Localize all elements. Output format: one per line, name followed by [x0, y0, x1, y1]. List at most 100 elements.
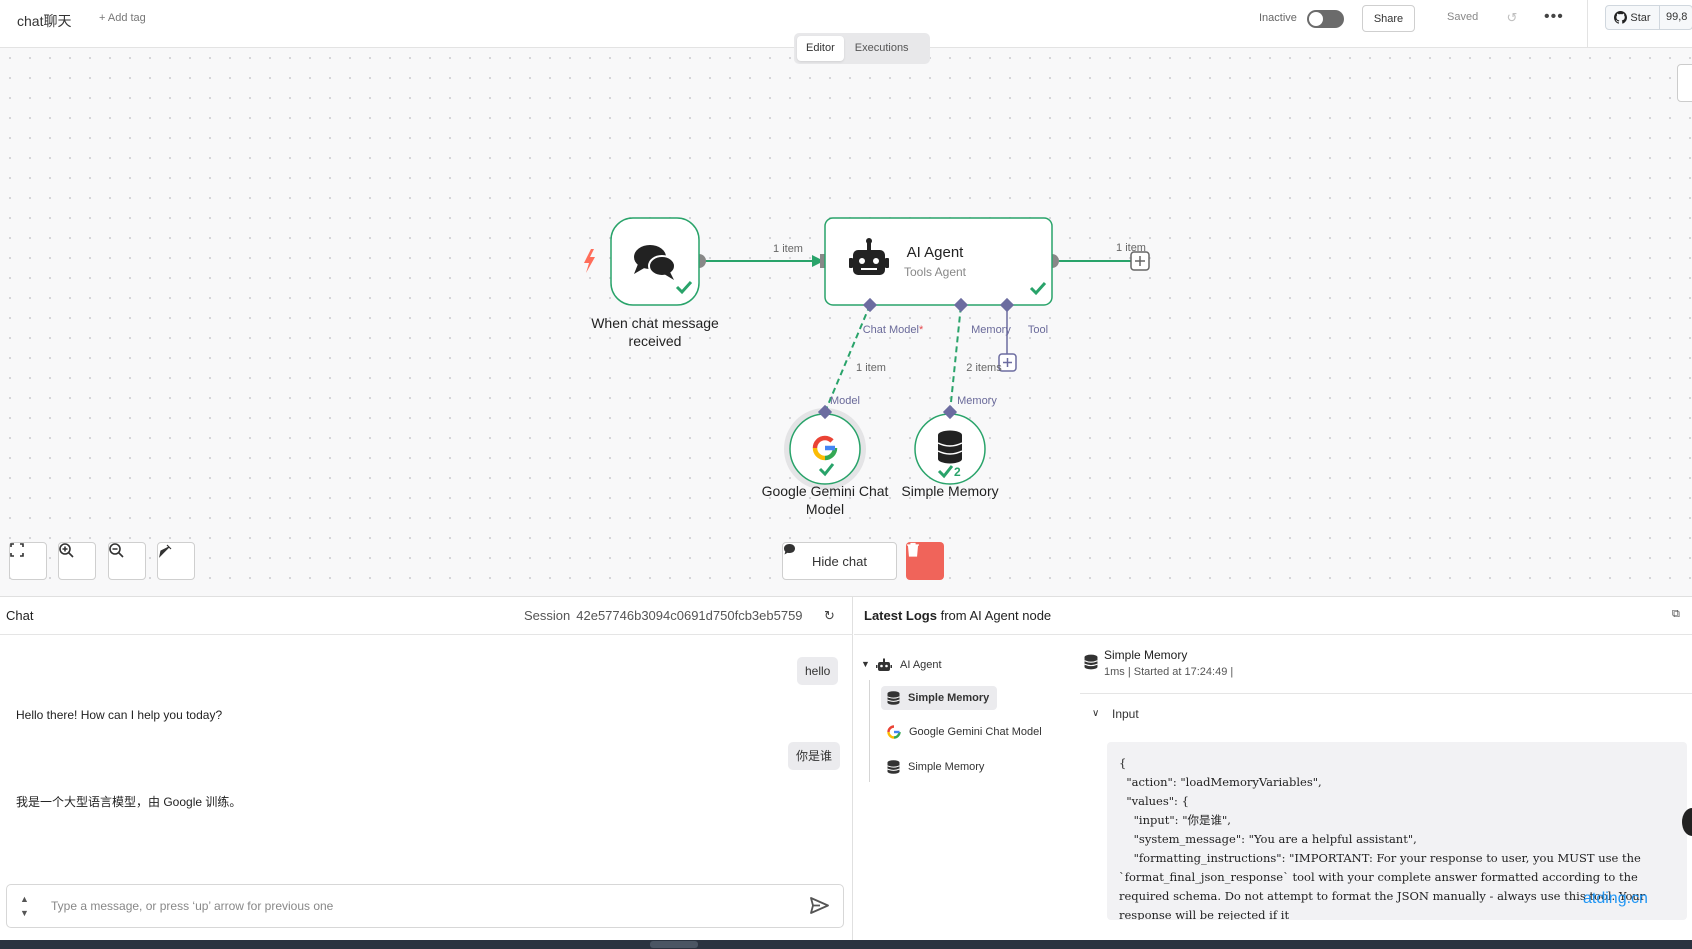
log-tree-item[interactable]: AI Agent — [876, 655, 942, 675]
tab-editor[interactable]: Editor — [797, 36, 844, 61]
database-icon — [1084, 654, 1098, 670]
chat-input-box: ▲▼ — [6, 884, 844, 928]
session-id[interactable]: 42e57746b3094c0691d750fcb3eb5759 — [576, 608, 803, 623]
workflow-name[interactable]: chat聊天 — [17, 13, 72, 29]
tab-executions[interactable]: Executions — [854, 42, 909, 54]
session-info: Session 42e57746b3094c0691d750fcb3eb5759 — [524, 608, 803, 623]
input-json-viewer: { "action": "loadMemoryVariables", "valu… — [1107, 742, 1687, 920]
database-icon — [937, 430, 963, 464]
chat-bubble-icon — [784, 544, 795, 555]
memory-port[interactable] — [953, 297, 969, 313]
memory-node-label: Simple Memory — [901, 483, 999, 499]
fit-view-button[interactable] — [9, 542, 47, 580]
gemini-model-port[interactable] — [817, 404, 833, 420]
google-icon — [887, 725, 901, 739]
gemini-success-icon — [818, 463, 835, 477]
edge-floating-button[interactable] — [1682, 808, 1692, 836]
model-items: 1 item — [856, 362, 886, 374]
add-tool-plus — [1003, 358, 1012, 367]
log-tree-item[interactable]: Simple Memory — [887, 757, 984, 777]
chat-message-input[interactable] — [51, 895, 791, 917]
status-label: Inactive — [1259, 12, 1297, 24]
trigger-agent-items: 1 item — [773, 243, 803, 255]
broom-icon — [159, 544, 172, 558]
refresh-session-icon[interactable]: ↻ — [824, 608, 835, 623]
chat-title: Chat — [6, 608, 34, 623]
fit-view-icon — [10, 543, 24, 557]
input-collapse-chevron-icon[interactable]: ∨ — [1092, 708, 1100, 719]
log-tree-label: AI Agent — [900, 659, 942, 671]
add-tag-link[interactable]: + Add tag — [99, 12, 146, 24]
ai-agent-node[interactable] — [824, 217, 1053, 306]
hide-chat-button[interactable]: Hide chat — [782, 542, 897, 580]
log-detail-title: Simple Memory — [1104, 648, 1188, 662]
workflow-graph — [584, 217, 1150, 490]
robot-icon — [849, 238, 889, 275]
input-json-code: { "action": "loadMemoryVariables", "valu… — [1119, 756, 1646, 920]
header-divider — [1587, 0, 1588, 48]
collapse-chevron-icon[interactable]: ▼ — [861, 659, 870, 669]
chat-model-port-text: Chat Model — [862, 324, 919, 336]
agent-subtitle: Tools Agent — [903, 265, 967, 279]
open-in-new-icon[interactable]: ⧉ — [1672, 608, 1680, 620]
chat-message-user: hello — [797, 657, 839, 685]
chat-message-bot: Hello there! How can I help you today? — [16, 708, 223, 722]
agent-out-items: 1 item — [1116, 242, 1146, 254]
trigger-bolt-icon — [584, 249, 595, 273]
chat-model-port[interactable] — [862, 297, 878, 313]
send-icon[interactable] — [810, 897, 829, 914]
more-options-icon[interactable]: ••• — [1544, 8, 1564, 25]
trigger-label-line1: When chat message — [591, 315, 719, 331]
active-toggle[interactable] — [1307, 10, 1344, 28]
tool-port[interactable] — [999, 297, 1015, 313]
log-tree-item-selected[interactable]: Simple Memory — [881, 686, 998, 710]
tidy-up-button[interactable] — [157, 542, 195, 580]
scrollbar-thumb[interactable] — [650, 941, 698, 948]
workflow-canvas[interactable]: 2 When chat message received AI Agent To… — [0, 48, 1692, 596]
agent-success-icon — [1029, 281, 1047, 296]
chat-bubbles-icon — [634, 245, 676, 280]
connection-arrowhead — [812, 255, 824, 267]
logs-title-rest: from AI Agent node — [936, 608, 1052, 623]
robot-icon — [876, 658, 892, 671]
gemini-label-line1: Google Gemini Chat — [761, 483, 889, 499]
required-star: * — [918, 324, 924, 336]
github-star-button[interactable]: Star 99,8 — [1605, 5, 1692, 30]
tree-connector — [869, 680, 870, 782]
gemini-node-label: Google Gemini Chat Model — [740, 482, 910, 518]
toggle-knob — [1309, 12, 1323, 26]
log-tree-item[interactable]: Google Gemini Chat Model — [887, 722, 1042, 742]
watermark-text: atding.cn — [1583, 890, 1648, 907]
history-icon[interactable]: ↺ — [1506, 10, 1518, 25]
github-icon — [1614, 11, 1628, 24]
agent-add-next-plus — [1135, 256, 1145, 266]
history-arrows-icon[interactable]: ▲▼ — [20, 894, 29, 918]
share-button[interactable]: Share — [1362, 5, 1415, 32]
delete-button[interactable] — [906, 542, 944, 580]
input-section-label[interactable]: Input — [1112, 707, 1139, 721]
github-star-left: Star — [1606, 6, 1660, 29]
view-tabs: Editor Executions — [794, 33, 930, 64]
memory-run-count: 2 — [954, 465, 961, 479]
memory-success-icon — [937, 465, 954, 479]
horizontal-scrollbar[interactable] — [0, 940, 1692, 949]
database-icon — [887, 760, 900, 774]
github-star-count: 99,8 — [1666, 11, 1688, 23]
saved-status: Saved — [1447, 11, 1479, 23]
chat-message-user: 你是谁 — [788, 742, 841, 770]
right-panel-toggle[interactable] — [1677, 64, 1692, 102]
zoom-in-button[interactable] — [58, 542, 96, 580]
chat-message-bot: 我是一个大型语言模型，由 Google 训练。 — [16, 795, 242, 809]
memory-input-port[interactable] — [942, 404, 958, 420]
agent-input-handle[interactable] — [820, 254, 825, 268]
chat-panel: Chat Session 42e57746b3094c0691d750fcb3eb… — [0, 597, 853, 941]
github-star-label: Star — [1630, 11, 1651, 24]
session-label: Session — [524, 608, 571, 623]
chat-model-port-label: Chat Model* — [848, 324, 938, 336]
database-icon — [887, 691, 900, 705]
memory-port-label: Memory — [971, 324, 1011, 336]
model-input-label: Model — [830, 395, 860, 407]
zoom-out-button[interactable] — [108, 542, 146, 580]
connection-memory[interactable] — [949, 304, 962, 413]
trigger-success-icon — [675, 280, 693, 295]
